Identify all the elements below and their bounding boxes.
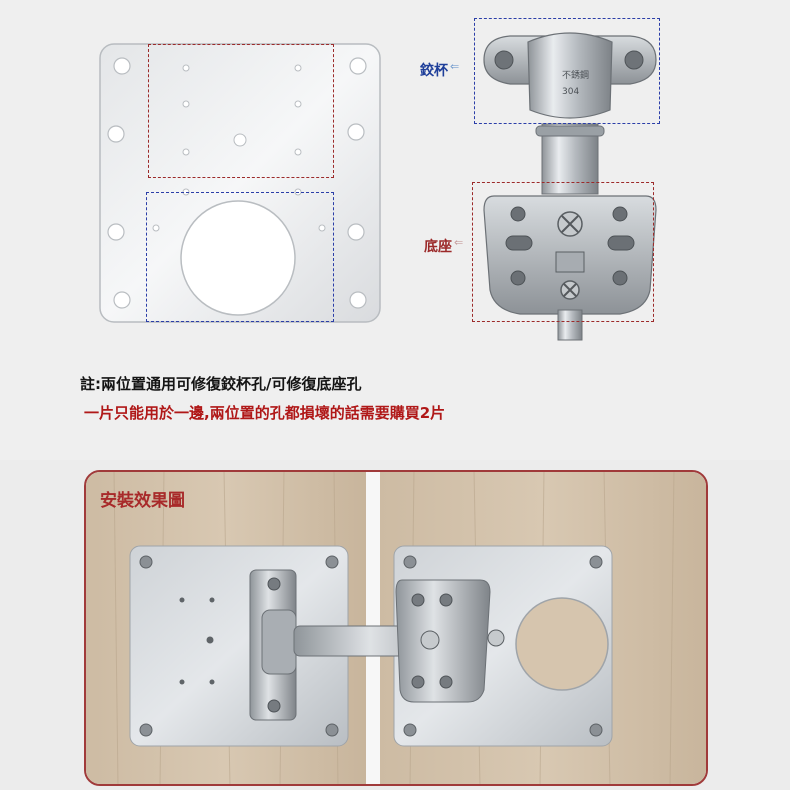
hinge-diagram: 不銹鋼 304: [483, 32, 657, 341]
hinge-cup-label: 鉸杯: [420, 63, 448, 79]
hinge-base-label: 底座: [424, 239, 452, 255]
installation-image: [86, 472, 706, 784]
hinge-base-arrow-icon: ⇐: [454, 236, 464, 249]
installation-frame: [84, 470, 708, 786]
installation-title: 安裝效果圖: [100, 491, 185, 511]
base-area-outline: [146, 192, 334, 322]
hinge-cup-arrow-icon: ⇐: [450, 60, 460, 73]
stamp-text-top: 不銹鋼: [562, 69, 589, 81]
stamp-text-bottom: 304: [562, 87, 579, 97]
note-line-1: 註:兩位置通用可修復鉸杯孔/可修復底座孔: [80, 375, 362, 393]
note-line-2: 一片只能用於一邊,兩位置的孔都損壞的話需要購買2片: [84, 404, 446, 422]
hinge-base-outline: [472, 182, 654, 322]
repair-plate-diagram: [99, 43, 381, 323]
cup-area-outline: [148, 44, 334, 178]
hinge-cup-outline: [474, 18, 660, 124]
